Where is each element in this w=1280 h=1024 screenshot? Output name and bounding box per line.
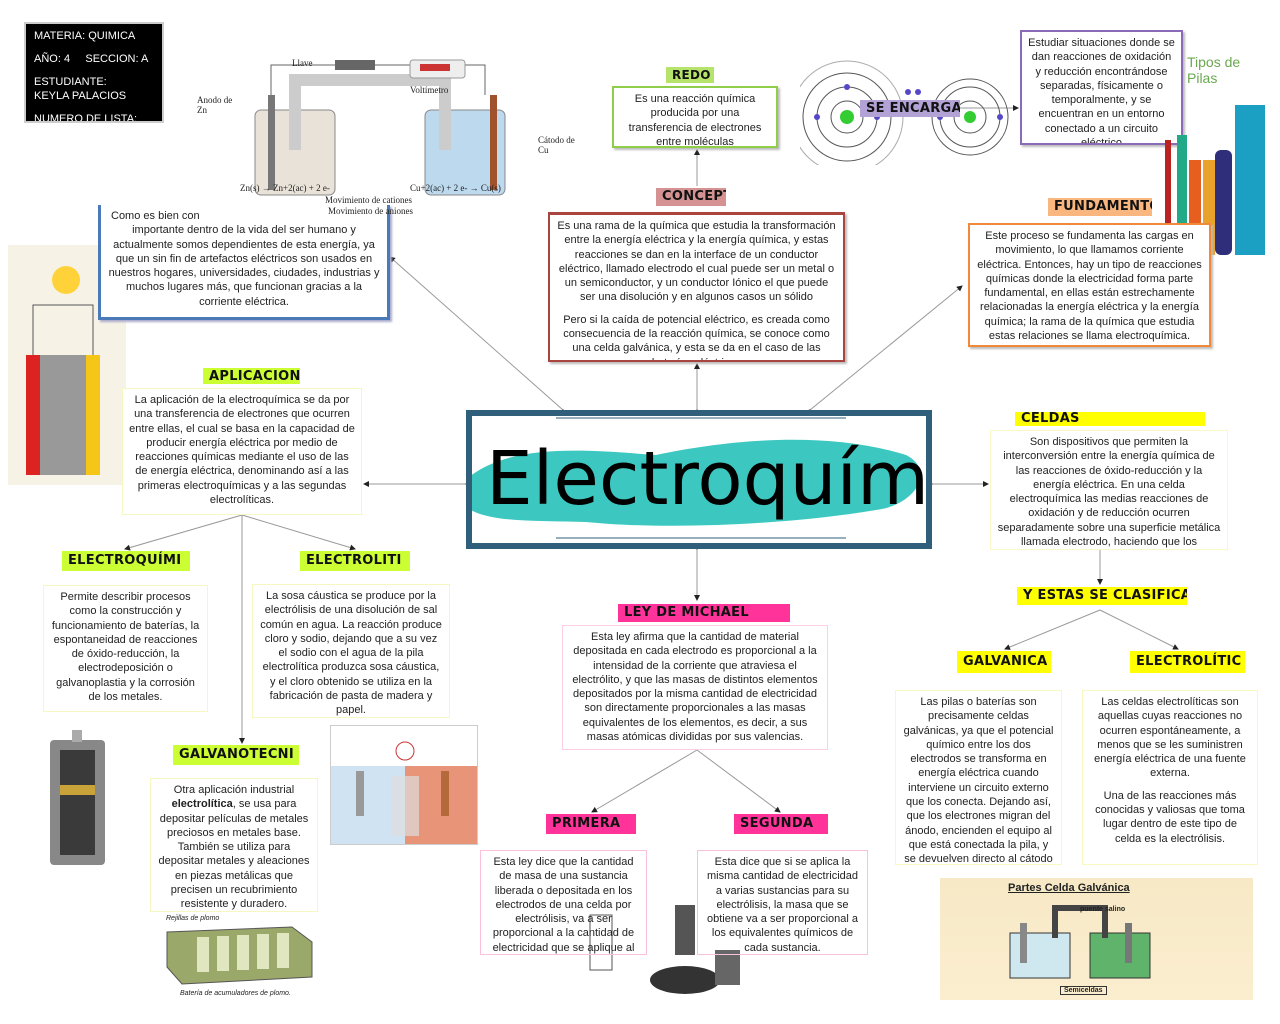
fundamento-label: FUNDAMENTO xyxy=(1048,198,1152,216)
electrolitic-p1: Las celdas electrolíticas son aquellas c… xyxy=(1094,696,1246,780)
electrolitic-p2: Una de las reacciones más conocidas y va… xyxy=(1095,789,1245,845)
numero-lista: NUMERO DE LISTA: xyxy=(34,113,138,123)
electroquimica-box: Permite describir procesos como la const… xyxy=(43,585,208,712)
lead-caption: Batería de acumuladores de plomo. xyxy=(180,990,291,997)
segunda-box: Esta dice que si se aplica la misma cant… xyxy=(697,850,868,955)
anio: AÑO: 4 xyxy=(34,53,71,65)
clasifican-label: Y ESTAS SE CLASIFICAN xyxy=(1017,587,1187,605)
ley-box: Esta ley afirma que la cantidad de mater… xyxy=(562,625,828,750)
primera-box: Esta ley dice que la cantidad de masa de… xyxy=(480,850,647,955)
zinc-copper-cell-image xyxy=(330,725,478,845)
page-title: Electroquím xyxy=(486,436,930,522)
catodo-label: Cátodo de Cu xyxy=(538,135,575,155)
intro-box: Como es bien con importante dentro de la… xyxy=(98,205,390,320)
celdas-label: CELDAS xyxy=(1015,412,1205,426)
student-info-box: MATERIA: QUIMICA AÑO: 4 SECCION: A ESTUD… xyxy=(24,22,164,123)
electrolitica-box: La sosa cáustica se produce por la elect… xyxy=(252,584,450,718)
galvanotecnia-bold: electrolítica xyxy=(171,798,233,811)
galvanic-cell-parts-image: Partes Celda Galvánica puente salino Sem… xyxy=(940,878,1253,1000)
galvanotecnia-text-b: , se usa para depositar películas de met… xyxy=(158,798,310,911)
seccion: SECCION: A xyxy=(85,53,149,65)
ley-label: LEY DE MICHAEL xyxy=(618,604,790,622)
estudiante: ESTUDIANTE: KEYLA PALACIOS xyxy=(34,75,154,103)
intro-start: Como es bien con xyxy=(111,210,200,222)
anodo-label: Anodo de Zn xyxy=(197,95,233,115)
primera-label: PRIMERA xyxy=(546,814,636,834)
semiceldas-label: Semiceldas xyxy=(1060,986,1107,995)
intro-text: importante dentro de la vida del ser hum… xyxy=(108,224,380,308)
galvanotecnia-label: GALVANOTECNI xyxy=(173,745,299,765)
voltimetro-label: Voltímetro xyxy=(410,85,449,95)
electrolitic-label: ELECTROLÍTIC xyxy=(1130,651,1245,673)
segunda-label: SEGUNDA xyxy=(734,814,828,834)
estudiante-name: KEYLA PALACIOS xyxy=(34,90,127,102)
concept-p1: Es una rama de la química que estudia la… xyxy=(557,220,836,304)
redo-box: Es una reacción química producida por un… xyxy=(612,86,778,148)
estudiante-label: ESTUDIANTE: xyxy=(34,76,107,88)
anio-seccion: AÑO: 4 SECCION: A xyxy=(34,52,154,66)
aniones-label: Movimiento de aniones xyxy=(328,206,413,216)
cationes-label: Movimiento de cationes xyxy=(325,195,412,205)
reaccion-cu: Cu+2(ac) + 2 e- → Cu(s) xyxy=(410,183,501,193)
electroquimica-label: ELECTROQUÍMI xyxy=(62,551,190,571)
celdas-box: Son dispositivos que permiten la interco… xyxy=(990,430,1228,550)
faraday-apparatus-image xyxy=(575,880,750,1000)
materia: MATERIA: QUIMICA xyxy=(34,30,136,42)
reaccion-zn: Zn(s) → Zn+2(ac) + 2 e- xyxy=(240,183,330,193)
concept-label: CONCEPT xyxy=(656,188,726,206)
daniell-cell-image: Llave Voltímetro Anodo de Zn Cátodo de C… xyxy=(195,55,585,220)
redo-label: REDO xyxy=(666,67,714,83)
teal-brush-splash xyxy=(472,417,921,539)
lead-title: Rejillas de plomo xyxy=(166,915,220,922)
concept-box: Es una rama de la química que estudia la… xyxy=(548,212,845,362)
battery-cross-section-image xyxy=(20,725,152,875)
llave-label: Llave xyxy=(292,58,313,68)
se-encarga-label: SE ENCARGA xyxy=(860,100,960,117)
partes-title: Partes Celda Galvánica xyxy=(1008,882,1130,894)
concept-p2: Pero si la caída de potencial eléctrico,… xyxy=(563,313,830,360)
daniell-cell-drawing xyxy=(254,59,506,196)
aplicaciones-box: La aplicación de la electroquímica se da… xyxy=(122,388,362,515)
electrolitica-label: ELECTROLITI xyxy=(300,551,410,571)
atom-image xyxy=(800,50,1010,165)
se-encarga-box: Estudiar situaciones donde se dan reacci… xyxy=(1020,30,1183,145)
galvanica-label: GALVANICA xyxy=(957,651,1051,673)
electrolitic-box: Las celdas electrolíticas son aquellas c… xyxy=(1082,690,1258,865)
galvanica-box: Las pilas o baterías son precisamente ce… xyxy=(895,690,1062,865)
galvanotecnia-box: Otra aplicación industrial electrolítica… xyxy=(150,778,318,912)
pilas-title: Tipos de Pilas xyxy=(1187,54,1241,86)
puente-salino-label: puente salino xyxy=(1080,906,1126,913)
aplicaciones-label: APLICACIONE xyxy=(203,368,300,384)
fundamento-box: Este proceso se fundamenta las cargas en… xyxy=(968,223,1211,347)
lead-battery-image: Rejillas de plomo Batería de acumuladore… xyxy=(152,912,322,1000)
main-title-box: Electroquím xyxy=(466,410,932,549)
galvanotecnia-text-a: Otra aplicación industrial xyxy=(173,784,295,796)
